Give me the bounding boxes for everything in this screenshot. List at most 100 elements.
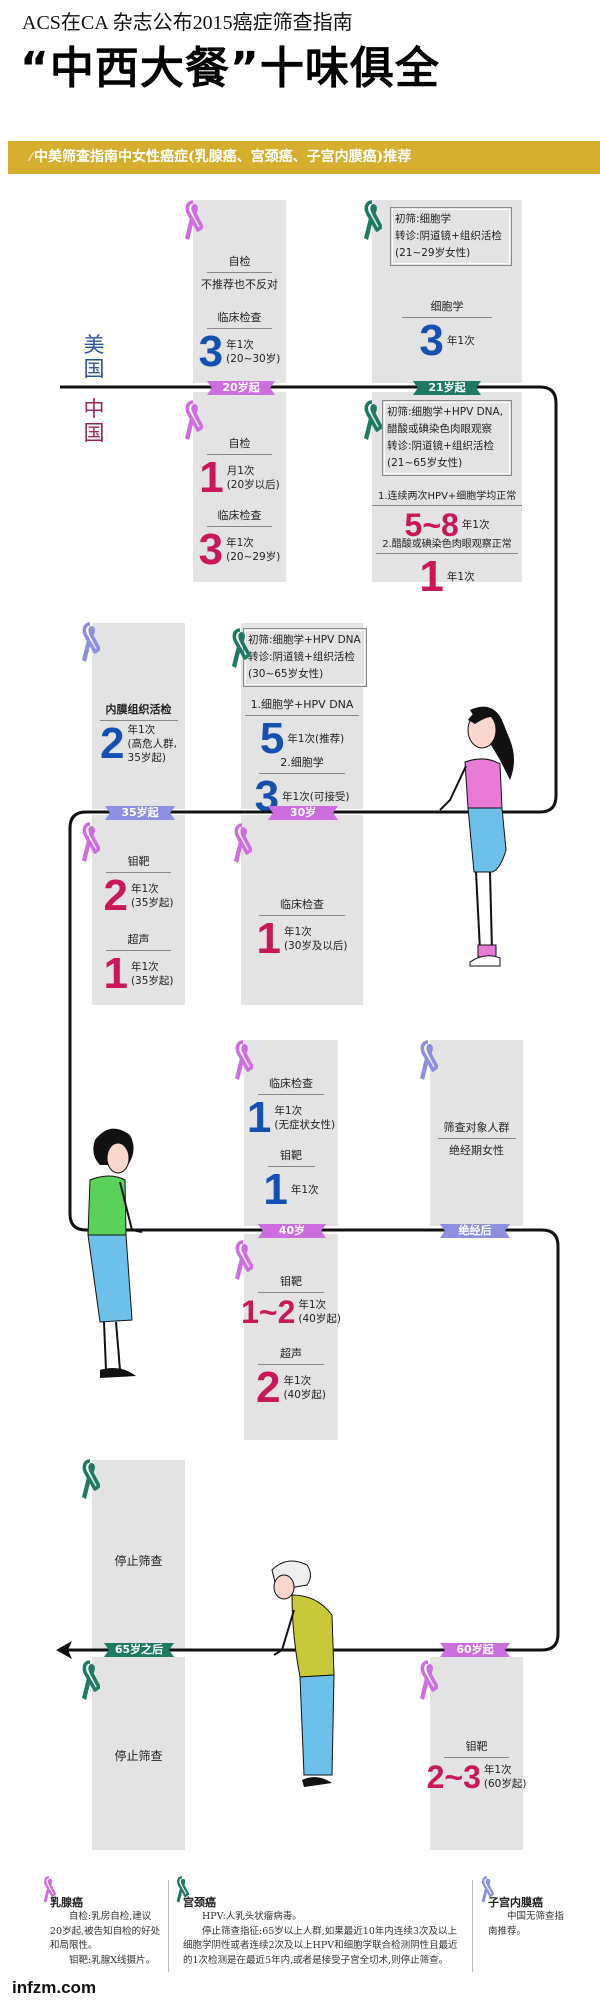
breast-ribbon-icon (80, 822, 100, 864)
big-number: 2 (255, 1363, 281, 1412)
note: (35岁起) (130, 897, 174, 909)
breast-ribbon-icon (183, 400, 203, 442)
label: 自检 (206, 435, 273, 455)
footer-text: 自检:乳房自检,建议20岁起,被告知自检的好处和局限性。 (50, 1911, 161, 1951)
note: 35岁起) (127, 752, 166, 764)
note: (35岁起) (130, 975, 174, 987)
footer-divider (472, 1880, 473, 1972)
value: 不推荐也不反对 (201, 278, 278, 291)
region-label-cn: 中国 (82, 397, 106, 445)
box-line: (21~65岁女性) (387, 457, 463, 469)
info-box: 初筛:细胞学+HPV DNA,醋酸或碘染色肉眼观察转诊:阴道镜+组织活检(21~… (382, 400, 512, 476)
note: 年1次 (483, 1764, 512, 1776)
note: 年1次 (446, 571, 475, 583)
arrow-left-icon (56, 1641, 72, 1659)
breast-ribbon-icon (183, 200, 203, 242)
note: 年1次 (274, 1105, 303, 1117)
big-number: 2~3 (426, 1759, 481, 1795)
box-line: 转诊:阴道镜+组织活检 (248, 651, 355, 663)
card-cn-cervical-21: 初筛:细胞学+HPV DNA,醋酸或碘染色肉眼观察转诊:阴道镜+组织活检(21~… (372, 392, 523, 599)
note: (20~29岁) (226, 551, 281, 563)
label: 自检 (206, 253, 273, 273)
card-us-cervical-65: 停止筛查 (92, 1460, 185, 1650)
middle-aged-woman-illustration (87, 1128, 143, 1378)
note: 年1次 (290, 1184, 319, 1196)
box-line: 醋酸或碘染色肉眼观察 (387, 423, 492, 435)
cervical-ribbon-icon (230, 628, 250, 670)
note: 年1次 (461, 519, 490, 531)
endometrial-ribbon-icon (80, 622, 100, 664)
big-number: 5 (259, 714, 285, 763)
big-number: 3 (198, 525, 224, 574)
cervical-ribbon-icon (362, 200, 382, 242)
footer-endometrial: 子宫内膜癌 中国无筛查指南推荐。 (488, 1880, 570, 1939)
label: 2.细胞学 (259, 754, 345, 774)
footer-heading: 乳腺癌 (50, 1896, 83, 1909)
badge-age-60: 60岁起 (440, 1643, 510, 1657)
badge-age-21: 21岁起 (413, 381, 481, 395)
box-line: (21~29岁女性) (395, 247, 471, 259)
box-line: 转诊:阴道镜+组织活检 (395, 230, 502, 242)
label: 超声 (258, 1345, 324, 1365)
label: 临床检查 (259, 896, 345, 916)
card-cn-cervical-65: 停止筛查 (92, 1657, 185, 1850)
note: 月1次 (226, 465, 255, 477)
big-number: 2 (103, 871, 128, 920)
footer-text: 钼靶:乳腺X线摄片。 (69, 1954, 155, 1966)
badge-age-35: 35岁起 (105, 806, 175, 820)
banner-slash: ⁄ (30, 150, 33, 164)
badge-age-30: 30岁 (268, 806, 338, 820)
breast-ribbon-icon (233, 1040, 253, 1082)
badge-age-65: 65岁之后 (104, 1643, 174, 1657)
note: (高危人群, (127, 738, 177, 750)
note: 年1次 (226, 339, 254, 351)
label: 1.细胞学+HPV DNA (244, 696, 360, 716)
box-line: (30~65岁女性) (248, 668, 324, 680)
footer-heading: 宫颈癌 (183, 1896, 216, 1909)
badge-menopause: 绝经后 (440, 1224, 510, 1238)
stop-screening: 停止筛查 (114, 1749, 163, 1763)
cervical-ribbon-icon (80, 1459, 100, 1501)
label: 2.醋酸或碘染色肉眼观察正常 (376, 535, 518, 554)
footer-cervical: 宫颈癌 HPV:人乳头状瘤病毒。 停止筛查指征:65岁以上人群,如果最近10年内… (183, 1880, 465, 1968)
note: (30岁及以后) (283, 940, 348, 952)
big-number: 1 (246, 1093, 272, 1142)
badge-age-40: 40岁 (258, 1224, 326, 1238)
section-banner: ⁄中美筛查指南中女性癌症(乳腺癌、宫颈癌、子宫内膜癌)推荐 (8, 141, 600, 174)
note: 年1次 (127, 724, 156, 736)
note: (20~30岁) (226, 353, 281, 365)
big-number: 1 (263, 1165, 288, 1214)
note: (40岁起) (283, 1389, 327, 1401)
footer-text: 停止筛查指征:65岁以上人群,如果最近10年内连续3次及以上细胞学阴性或者连续2… (183, 1925, 458, 1966)
note: 年1次(推荐) (287, 733, 345, 745)
region-char: 中 (83, 397, 105, 421)
note: 年1次 (130, 961, 159, 973)
subtitle: ACS在CA 杂志公布2015癌症筛查指南 (22, 12, 353, 34)
cervical-ribbon-icon (362, 400, 382, 442)
info-box: 初筛:细胞学转诊:阴道镜+组织活检(21~29岁女性) (390, 207, 512, 266)
big-number: 1 (419, 552, 444, 601)
big-number: 3 (419, 316, 444, 365)
footer-breast: 乳腺癌 自检:乳房自检,建议20岁起,被告知自检的好处和局限性。 钼靶:乳腺X线… (50, 1880, 162, 1968)
note: 年1次 (283, 926, 312, 938)
big-number: 1 (256, 914, 281, 963)
footer-text: HPV:人乳头状瘤病毒。 (202, 1911, 302, 1922)
label: 临床检查 (206, 309, 273, 329)
breast-ribbon-icon (233, 1240, 253, 1282)
note: 年1次 (226, 537, 254, 549)
big-number: 1 (199, 453, 224, 502)
region-char: 美 (83, 333, 105, 357)
banner-text: 中美筛查指南中女性癌症(乳腺癌、宫颈癌、子宫内膜癌)推荐 (34, 149, 412, 165)
card-us-endometrial-menopause: 筛查对象人群绝经期女性 (430, 1040, 523, 1226)
breast-ribbon-icon (418, 1660, 438, 1702)
note: 年1次(可接受) (282, 791, 350, 803)
big-number: 2 (100, 719, 125, 768)
